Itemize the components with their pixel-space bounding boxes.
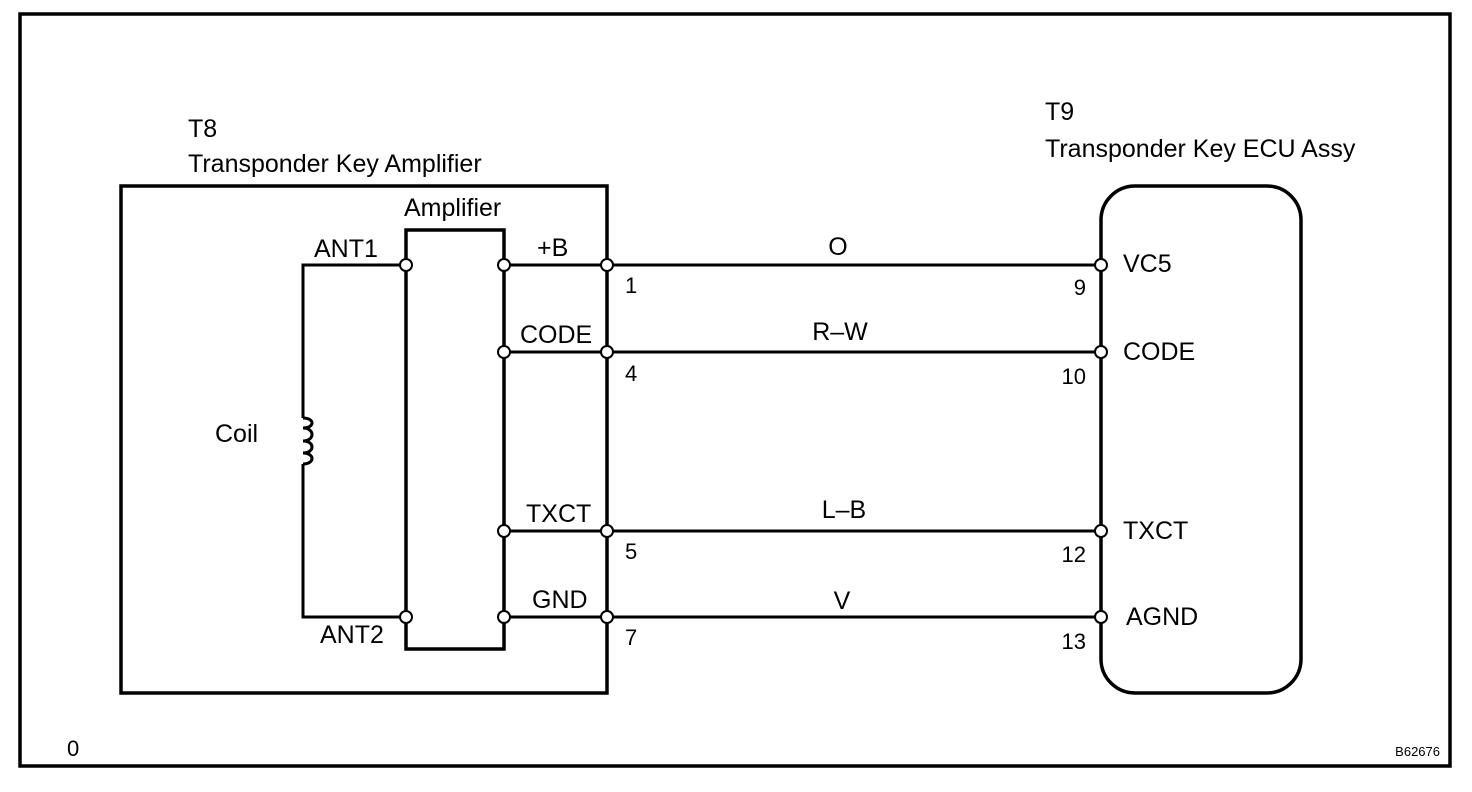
coil-label: Coil [215, 420, 258, 448]
terminal-t8-4 [600, 345, 614, 359]
terminal-t8-5 [600, 524, 614, 538]
t8-pin-5: 5 [625, 539, 637, 564]
terminal-t9-10 [1094, 345, 1108, 359]
amplifier-label: Amplifier [404, 194, 501, 222]
terminal-amp-txct [497, 524, 511, 538]
t9-pin-13: 13 [1062, 629, 1086, 654]
terminal-t9-13 [1094, 610, 1108, 624]
t9-name: Transponder Key ECU Assy [1045, 135, 1356, 163]
figure-id: B62676 [1395, 744, 1440, 759]
t8-component-box [119, 184, 609, 695]
wire-label-2: R–W [812, 318, 868, 346]
t9-code: T9 [1045, 98, 1074, 126]
t9-pin-12: 12 [1062, 542, 1086, 567]
t8-pin-1: 1 [625, 273, 637, 298]
coil-wire-top [301, 263, 406, 418]
t8-terminal-gnd: GND [532, 586, 588, 614]
t9-terminal-code: CODE [1123, 338, 1195, 366]
terminal-t9-9 [1094, 258, 1108, 272]
coil-icon [302, 416, 314, 466]
t8-pin-7: 7 [625, 625, 637, 650]
amplifier-box [404, 228, 506, 651]
terminal-amp-b [497, 258, 511, 272]
t9-terminal-txct: TXCT [1123, 517, 1188, 545]
wire-label-1: O [828, 233, 847, 261]
t9-terminal-vc5: VC5 [1123, 250, 1172, 278]
terminal-ant2 [399, 610, 413, 624]
footer-left-code: 0 [67, 736, 79, 761]
ant2-label: ANT2 [320, 621, 384, 649]
t8-terminal-txct: TXCT [526, 500, 591, 528]
terminal-circles [399, 258, 1108, 624]
terminal-amp-gnd [497, 610, 511, 624]
t8-name: Transponder Key Amplifier [188, 150, 482, 178]
terminal-amp-code [497, 345, 511, 359]
coil-wire-bottom [301, 464, 406, 619]
t8-terminal-b: +B [537, 234, 568, 262]
wire-label-4: V [834, 587, 851, 615]
t8-terminal-code: CODE [520, 321, 592, 349]
t9-component-box [1099, 184, 1303, 695]
t8-code: T8 [188, 115, 217, 143]
ant1-label: ANT1 [314, 235, 378, 263]
terminal-t8-7 [600, 610, 614, 624]
t9-terminal-agnd: AGND [1126, 603, 1198, 631]
outer-frame [18, 12, 1452, 768]
terminal-t8-1 [600, 258, 614, 272]
t9-pin-9: 9 [1074, 275, 1086, 300]
terminal-ant1 [399, 258, 413, 272]
wire-label-3: L–B [822, 496, 866, 524]
t9-pin-10: 10 [1062, 364, 1086, 389]
terminal-t9-12 [1094, 524, 1108, 538]
t8-pin-4: 4 [625, 361, 637, 386]
